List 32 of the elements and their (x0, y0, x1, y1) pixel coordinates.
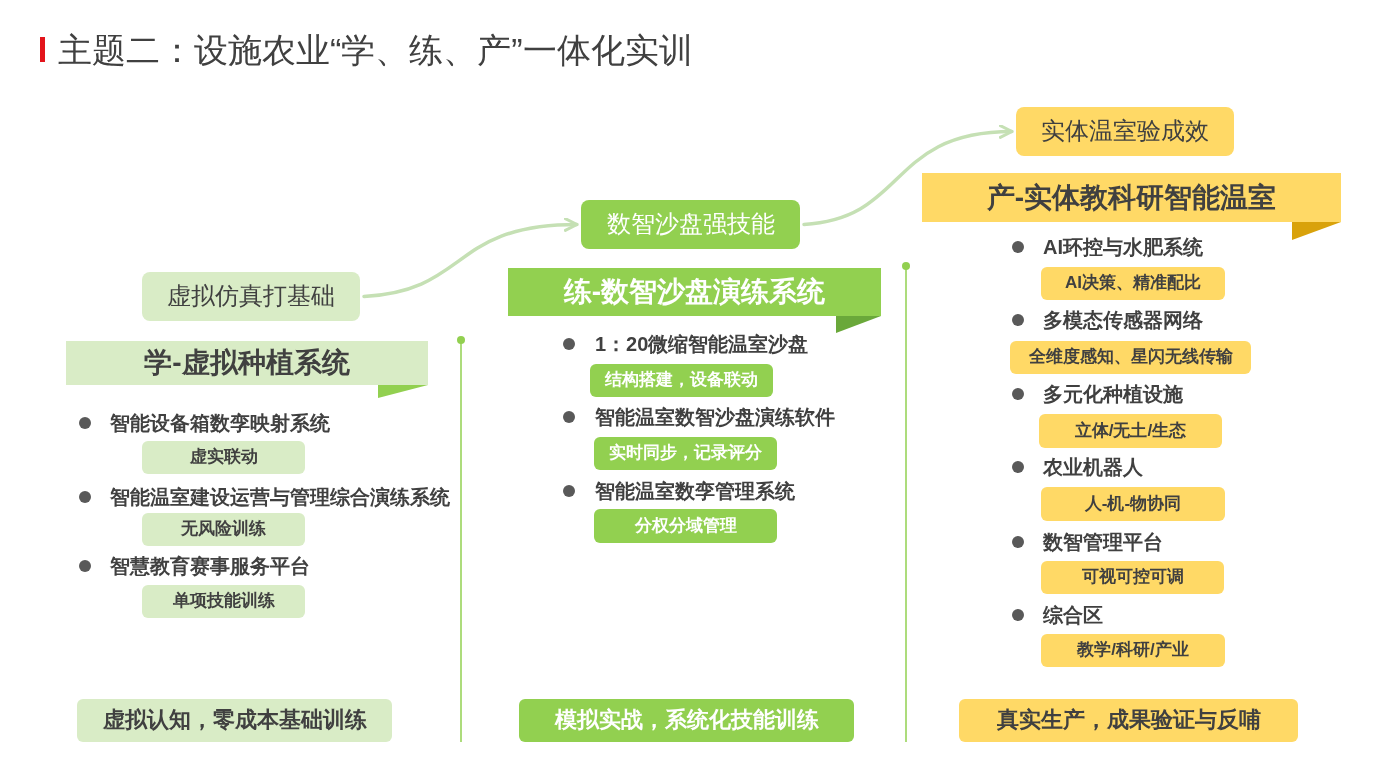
curved-arrow (802, 124, 1014, 227)
curved-arrow (362, 217, 579, 299)
bullet-text: 农业机器人 (1043, 455, 1143, 480)
tag-box: 无风险训练 (142, 513, 305, 546)
bullet-text: 智能温室数孪管理系统 (595, 479, 795, 504)
tag-box: 虚实联动 (142, 441, 305, 474)
bullet-text: 1：20微缩智能温室沙盘 (595, 332, 809, 357)
tag-box: 单项技能训练 (142, 585, 305, 618)
tag-box: 实时同步，记录评分 (594, 437, 777, 470)
tag-box: AI决策、精准配比 (1041, 267, 1225, 300)
tag-box: 分权分域管理 (594, 509, 777, 543)
bullet-text: 多元化种植设施 (1043, 382, 1183, 407)
tag-box: 人-机-物协同 (1041, 487, 1225, 521)
tag-box: 立体/无土/生态 (1039, 414, 1222, 448)
tag-box: 结构搭建，设备联动 (590, 364, 773, 397)
bullet-text: 智能温室数智沙盘演练软件 (595, 405, 835, 430)
bullet-text: 综合区 (1043, 603, 1103, 628)
summary-box: 模拟实战，系统化技能训练 (519, 699, 854, 742)
tag-box: 教学/科研/产业 (1041, 634, 1225, 667)
stage-box: 数智沙盘强技能 (581, 200, 800, 249)
stage-box: 虚拟仿真打基础 (142, 272, 360, 321)
bullet-text: 多模态传感器网络 (1043, 308, 1203, 333)
summary-box: 虚拟认知，零成本基础训练 (77, 699, 392, 742)
tag-box: 全维度感知、星闪无线传输 (1010, 341, 1251, 374)
slide-title: 主题二：设施农业“学、练、产”一体化实训 (58, 30, 693, 71)
tag-box: 可视可控可调 (1041, 561, 1224, 594)
bullet-text: 数智管理平台 (1043, 530, 1163, 555)
summary-box: 真实生产，成果验证与反哺 (959, 699, 1298, 742)
stage-box: 实体温室验成效 (1016, 107, 1234, 156)
bullet-text: 智慧教育赛事服务平台 (110, 554, 310, 579)
bullet-text: 智能设备箱数孪映射系统 (110, 411, 330, 436)
bullet-text: 智能温室建设运营与管理综合演练系统 (110, 485, 450, 510)
